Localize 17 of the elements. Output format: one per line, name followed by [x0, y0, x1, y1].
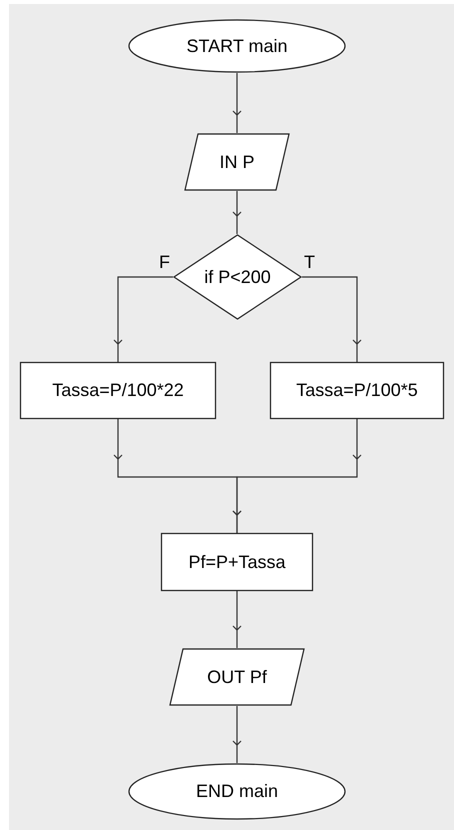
node-text: Tassa=P/100*22	[52, 380, 184, 401]
node-text: START main	[186, 36, 288, 56]
node-text: Pf=P+Tassa	[188, 552, 286, 572]
arrow	[232, 419, 362, 533]
arrow	[232, 191, 242, 234]
node-text: END main	[196, 781, 278, 802]
node-text: IN P	[219, 152, 254, 172]
node-text: if P<200	[204, 266, 271, 288]
arrow	[232, 591, 242, 648]
node-text: Tassa=P/100*5	[296, 380, 418, 401]
edge-label: F	[158, 253, 171, 271]
arrow	[232, 73, 242, 133]
node-text: OUT Pf	[207, 666, 267, 688]
edge-label: T	[303, 253, 316, 271]
arrow	[113, 276, 173, 362]
arrow	[232, 706, 242, 763]
arrow	[302, 276, 362, 362]
